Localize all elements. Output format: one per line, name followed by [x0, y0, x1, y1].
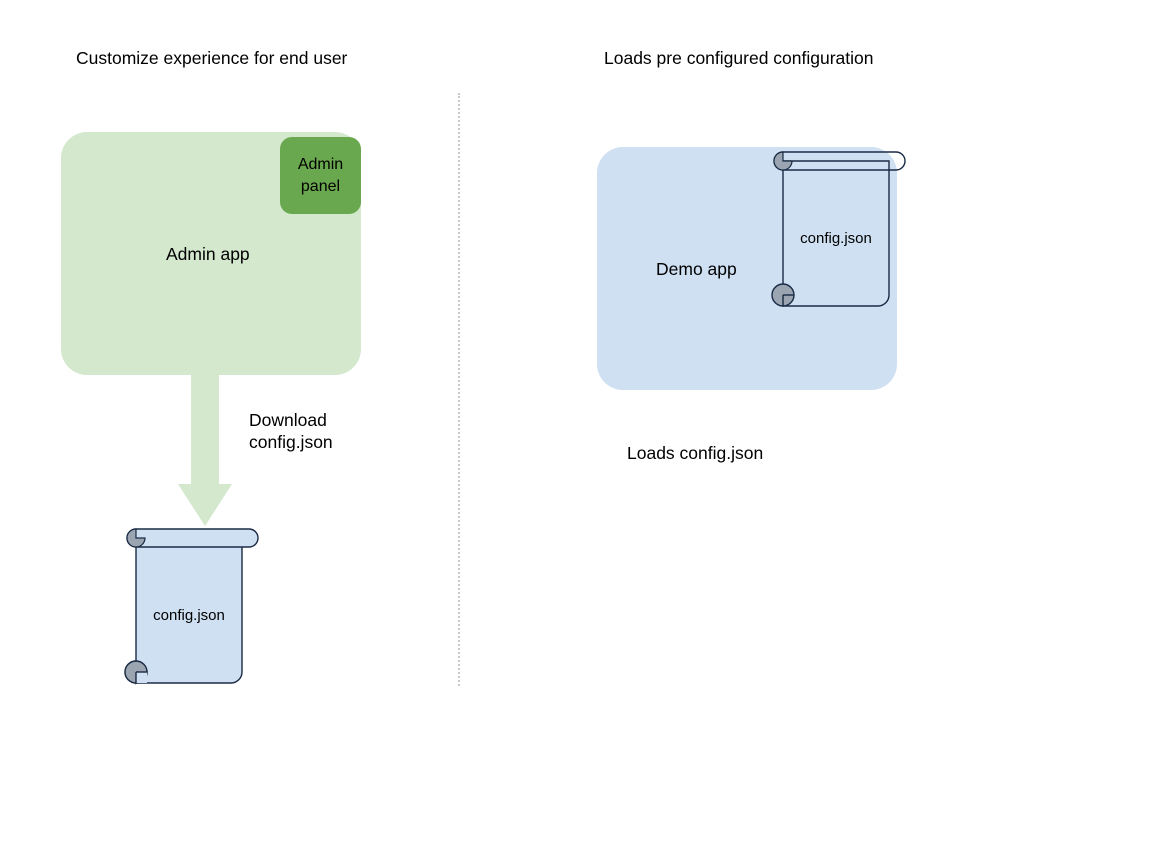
admin-panel-box[interactable]: Admin panel: [280, 137, 361, 214]
download-arrow-label: Download config.json: [249, 410, 333, 452]
scroll-left-label: config.json: [153, 607, 225, 624]
demo-app-box[interactable]: [597, 147, 897, 390]
admin-panel-label: Admin panel: [297, 155, 344, 195]
right-column-heading: Loads pre configured configuration: [604, 48, 874, 68]
scroll-icon-left[interactable]: config.json: [118, 527, 270, 693]
scroll-icon-right[interactable]: config.json: [765, 150, 917, 316]
loads-config-caption: Loads config.json: [627, 443, 764, 463]
demo-app-label: Demo app: [656, 259, 737, 279]
left-column-heading: Customize experience for end user: [76, 48, 348, 68]
scroll-right-label: config.json: [800, 230, 872, 247]
admin-app-label: Admin app: [166, 244, 250, 264]
column-divider: [458, 93, 460, 686]
download-arrow-icon: [178, 374, 232, 526]
